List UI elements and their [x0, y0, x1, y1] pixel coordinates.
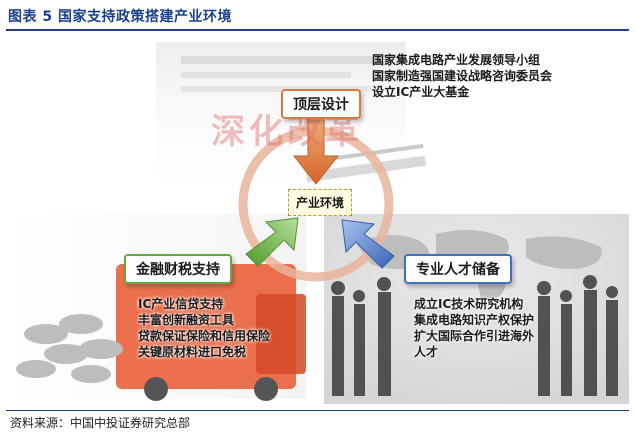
figure-title: 图表 5 国家支持政策搭建产业环境	[8, 9, 232, 25]
left-node-items: IC产业信贷支持 丰富创新融资工具 贷款保证保险和信用保险 关键原材料进口免税	[138, 296, 270, 360]
left-item: 关键原材料进口免税	[138, 345, 247, 359]
left-node-callout: 金融财税支持	[124, 254, 232, 284]
left-item: 丰富创新融资工具	[138, 313, 235, 327]
top-item: 设立IC产业大基金	[372, 85, 470, 99]
right-item: 扩大国际合作引进海外	[414, 329, 535, 343]
arrow-left	[245, 217, 299, 267]
center-node: 产业环境	[288, 189, 353, 216]
diagram-artwork	[6, 42, 629, 404]
left-item: 贷款保证保险和信用保险	[138, 329, 271, 343]
arrow-top	[292, 111, 340, 185]
top-node-items: 国家集成电路产业发展领导小组 国家制造强国建设战略咨询委员会 设立IC产业大基金	[372, 52, 552, 100]
top-item: 国家制造强国建设战略咨询委员会	[372, 69, 553, 83]
right-node-callout: 专业人才储备	[404, 254, 512, 284]
right-background-image	[324, 214, 629, 404]
right-item: 集成电路知识产权保护	[414, 313, 535, 327]
arrow-right	[341, 219, 395, 269]
top-item: 国家集成电路产业发展领导小组	[372, 53, 541, 67]
right-item: 人才	[414, 345, 439, 359]
top-node-callout: 顶层设计	[281, 89, 361, 119]
left-background-image	[6, 214, 306, 401]
right-item: 成立IC技术研究机构	[414, 297, 524, 311]
source-rule	[6, 410, 629, 411]
right-node-items: 成立IC技术研究机构 集成电路知识产权保护 扩大国际合作引进海外 人才	[414, 296, 534, 360]
top-background-image	[156, 42, 427, 207]
diagram-canvas: 深化改革 顶层设计 国家集成电路产业发展领导小组 国家制造强国建设战略咨询委员会…	[6, 34, 629, 406]
left-item: IC产业信贷支持	[138, 297, 224, 311]
source-note: 资料来源：中国中投证券研究总部	[10, 416, 191, 430]
title-rule	[6, 29, 629, 31]
